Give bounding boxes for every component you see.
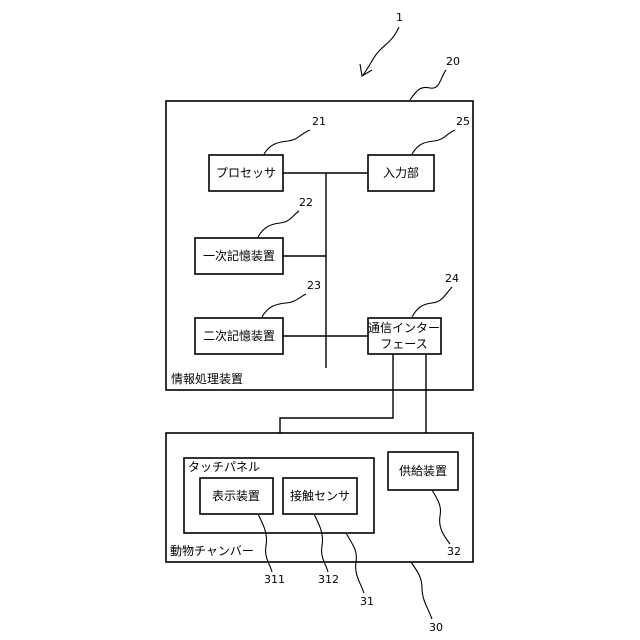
input-unit-label: 入力部 <box>383 165 419 180</box>
info-processor-leader <box>410 70 446 100</box>
comm-interface-ref: 24 <box>445 272 459 285</box>
animal-chamber-label: 動物チャンバー <box>170 544 254 558</box>
animal-chamber-leader <box>411 562 432 619</box>
display-device-ref: 311 <box>264 573 285 586</box>
animal-chamber-ref: 30 <box>429 621 443 634</box>
processor-ref: 21 <box>312 115 326 128</box>
figure-ref-1: 1 <box>396 11 403 24</box>
touch-panel-ref: 31 <box>360 595 374 608</box>
secondary-memory-label: 二次記憶装置 <box>203 328 275 343</box>
supply-device-label: 供給装置 <box>399 464 447 478</box>
comm-interface-label-1: 通信インター <box>368 321 440 335</box>
contact-sensor-ref: 312 <box>318 573 339 586</box>
primary-memory-label: 一次記憶装置 <box>203 248 275 263</box>
processor-label: プロセッサ <box>216 166 276 180</box>
touch-panel-label: タッチパネル <box>188 460 260 474</box>
info-processor-ref: 20 <box>446 55 460 68</box>
primary-memory-ref: 22 <box>299 196 313 209</box>
figure-ref-arrow <box>363 27 399 75</box>
display-device-label: 表示装置 <box>212 489 260 503</box>
secondary-memory-ref: 23 <box>307 279 321 292</box>
comm-interface-label-2: フェース <box>380 337 427 351</box>
info-processor-label: 情報処理装置 <box>171 372 243 386</box>
supply-device-ref: 32 <box>447 545 461 558</box>
input-unit-ref: 25 <box>456 115 470 128</box>
contact-sensor-label: 接触センサ <box>290 488 350 503</box>
